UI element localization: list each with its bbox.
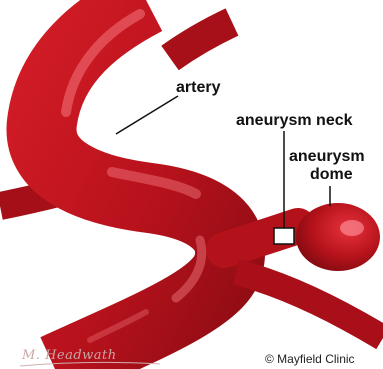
aneurysm-dome-label-line1: aneurysm <box>289 148 365 166</box>
artery-leader-line <box>116 96 178 134</box>
upper-branch-vessel <box>170 22 232 58</box>
artist-signature: M. Headwath <box>22 348 117 363</box>
artery-label: artery <box>176 79 220 97</box>
main-artery <box>42 0 231 369</box>
aneurysm-dome-label-line2: dome <box>310 166 353 184</box>
copyright-text: © Mayfield Clinic <box>265 352 355 366</box>
aneurysm-neck-label: aneurysm neck <box>236 112 353 130</box>
aneurysm-dome <box>296 203 380 271</box>
lower-branch-vessel <box>236 272 383 338</box>
neck-marker-box <box>274 228 294 244</box>
